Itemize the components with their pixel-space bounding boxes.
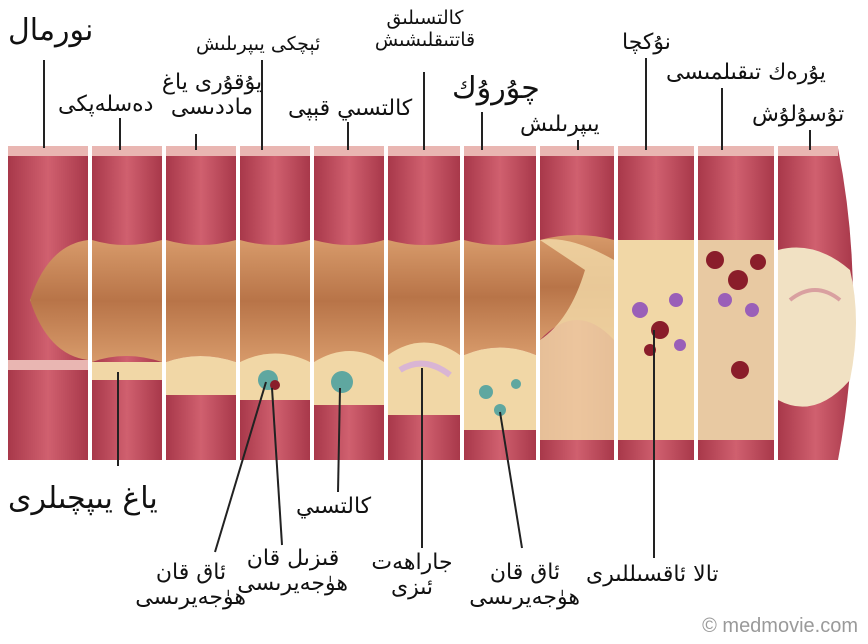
- label-white-cell-2-text: ئاق قان ھۈجەيرىسى: [470, 560, 580, 611]
- label-wound-text: جاراھەت ئىزى: [362, 550, 462, 601]
- segment-normal: [8, 146, 88, 460]
- label-fat-tissue: ياغ يىپچىلرى: [8, 482, 158, 517]
- label-white-cell-1-text: ئاق قان ھۈجەيرىسى: [136, 560, 246, 611]
- label-red-cell: قىزىل قان ھۈجەيرىسى: [238, 546, 348, 597]
- segment-thrombosis: [698, 146, 774, 460]
- label-fatty-text: يۇقۇرى ياغ ماددىسى: [152, 70, 272, 121]
- segment-early: [92, 146, 162, 460]
- label-thrombosis: يۇرەك تىقىلمىسى: [666, 60, 826, 85]
- label-white-cell-2: ئاق قان ھۈجەيرىسى: [470, 560, 580, 611]
- label-clot: نۇكچا: [622, 30, 671, 55]
- label-platelet: تالا ئاقسىللىرى: [586, 562, 719, 587]
- label-early: دەسلەپكى: [58, 92, 153, 117]
- segment-calcium-cap: [314, 146, 384, 460]
- label-ulcer: چۇرۇك: [452, 72, 540, 107]
- label-calcification: كالتسىلىق قاتتىقلىشىش: [370, 8, 480, 52]
- segment-thin-fibrous: [240, 146, 310, 460]
- label-white-cell-1: ئاق قان ھۈجەيرىسى: [136, 560, 246, 611]
- label-red-cell-text: قىزىل قان ھۈجەيرىسى: [238, 546, 348, 597]
- label-thin-fibrous: ئېچكى يىپرىلىش: [196, 34, 320, 56]
- label-normal: نورمال: [8, 14, 93, 49]
- artery-segments: [8, 146, 856, 460]
- segment-calcification: [388, 146, 460, 460]
- segment-fibrosis: [540, 146, 614, 460]
- label-calcium: كالتسىي: [296, 494, 371, 519]
- segment-fatty: [166, 146, 236, 460]
- label-fibrosis: يىپرىلىش: [520, 112, 600, 137]
- segment-clot: [618, 146, 694, 460]
- copyright-text: © medmovie.com: [702, 615, 858, 638]
- label-calcium-cap: كالتسىي قېپى: [288, 96, 412, 121]
- label-wound: جاراھەت ئىزى: [362, 550, 462, 601]
- label-calcification-text: كالتسىلىق قاتتىقلىشىش: [370, 8, 480, 52]
- label-fatty: يۇقۇرى ياغ ماددىسى: [152, 70, 272, 121]
- segment-occlusion: [778, 146, 856, 460]
- label-occlusion: تۇسۇلۇش: [752, 102, 844, 127]
